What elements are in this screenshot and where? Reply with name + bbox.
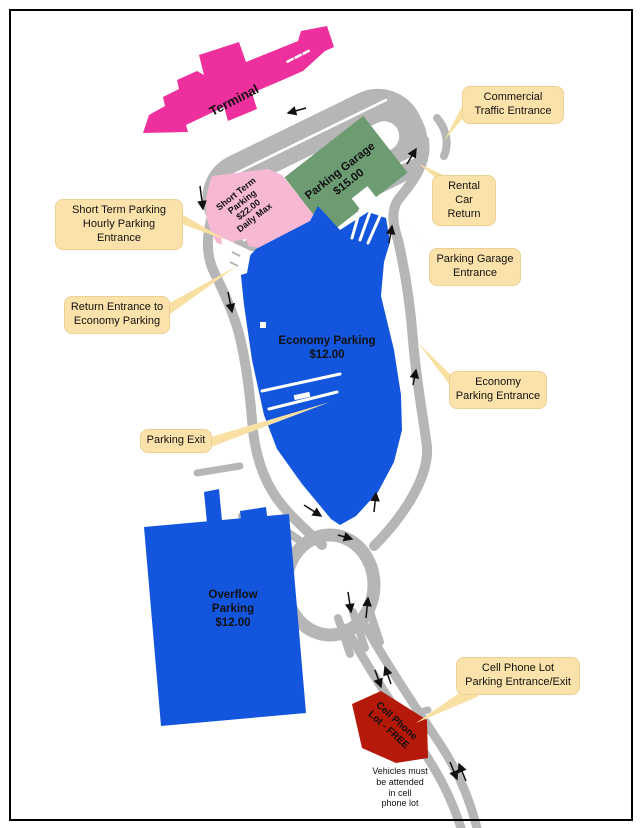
overflow-lot [144,514,306,726]
garage-exit-lanes [350,208,382,245]
parking-garage-lot [284,115,408,235]
cell-phone-lot [352,691,428,763]
overflow-driveway [204,489,222,523]
callout-text: Parking Exit [146,434,206,446]
short-term-lot [205,169,316,248]
callout-parking-exit: Parking Exit [140,429,212,453]
entrance-plaza [221,237,251,277]
economy-label: Economy Parking $12.00 [278,335,375,361]
callout-text: Economy Parking Entrance [455,376,541,402]
note-line: in cell [388,787,412,798]
interchange [279,528,384,658]
svg-text:$12.00: $12.00 [215,617,250,629]
callout-short-term-entrance: Short Term Parking Hourly Parking Entran… [55,199,183,251]
west-roadway [202,208,327,550]
callout-text: Rental Car Return [447,180,481,220]
economy-lot [240,206,402,525]
callout-economy-parking-entrance: Economy Parking Entrance [449,371,547,409]
callout-leaders [166,95,479,723]
note-line: phone lot [381,798,419,809]
callout-text: Commercial Traffic Entrance [474,91,552,117]
callout-text: Cell Phone Lot Parking Entrance/Exit [465,662,571,688]
callout-text: Parking Garage Entrance [436,253,514,279]
traffic-arrows [197,106,467,782]
callout-text: Return Entrance to Economy Parking [70,301,164,327]
svg-text:Economy Parking: Economy Parking [278,335,375,347]
callout-parking-garage-entrance: Parking Garage Entrance [429,248,521,286]
callout-cell-phone-entrance: Cell Phone Lot Parking Entrance/Exit [456,657,580,695]
callout-return-entrance: Return Entrance to Economy Parking [64,296,170,334]
overflow-label: Overflow Parking $12.00 [208,589,257,629]
cell-lot-note: Vehicles must be attended in cell phone … [364,766,436,809]
east-roadway [369,135,433,551]
svg-text:Parking: Parking [212,603,254,615]
parking-exit-road [193,462,244,477]
terminal-gate-marks [285,49,311,64]
note-line: Vehicles must [372,766,428,776]
note-line: be attended [376,776,424,787]
callout-rental-car-return: Rental Car Return [432,175,496,227]
svg-text:Overflow: Overflow [208,589,257,601]
commercial-entrance-ramp [433,114,451,160]
callout-commercial-traffic-entrance: Commercial Traffic Entrance [462,86,564,124]
svg-text:$12.00: $12.00 [309,349,344,361]
economy-exit-lanes [260,322,342,411]
callout-text: Short Term Parking Hourly Parking Entran… [72,204,166,244]
terminal-building [143,26,334,133]
